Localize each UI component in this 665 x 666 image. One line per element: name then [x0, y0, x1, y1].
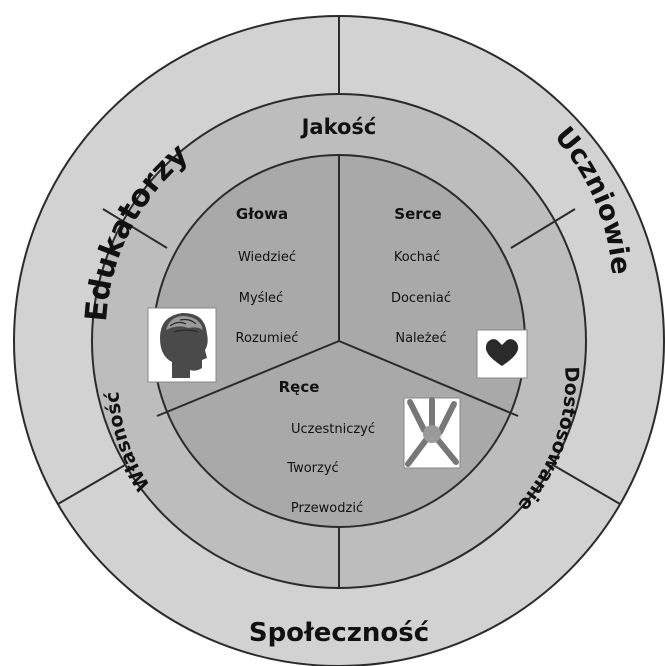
head-item-2: Myśleć [239, 291, 283, 306]
outer-label-community: Społeczność [249, 618, 429, 648]
hands-title: Ręce [279, 378, 320, 396]
brain-head-icon [147, 307, 217, 383]
heart-icon [476, 329, 528, 379]
heart-title: Serce [394, 205, 441, 223]
middle-label-quality: Jakość [300, 115, 377, 139]
heart-item-3: Należeć [395, 331, 446, 346]
hands-item-2: Tworzyć [286, 461, 338, 476]
hands-item-1: Uczestniczyć [291, 422, 375, 437]
outer-divider-right [552, 464, 621, 505]
middle-divider-upper-right [510, 208, 576, 249]
head-item-1: Wiedzieć [238, 250, 296, 265]
head-item-3: Rozumieć [236, 331, 299, 346]
inner-divider-right [338, 340, 519, 417]
outer-divider-left [57, 464, 126, 505]
middle-divider-upper-left [102, 208, 168, 249]
inner-divider-left [156, 340, 340, 417]
hands-icon [403, 397, 461, 469]
heart-item-2: Doceniać [391, 291, 451, 306]
heart-item-1: Kochać [394, 250, 440, 265]
head-title: Głowa [236, 205, 288, 223]
hands-item-3: Przewodzić [291, 501, 363, 516]
